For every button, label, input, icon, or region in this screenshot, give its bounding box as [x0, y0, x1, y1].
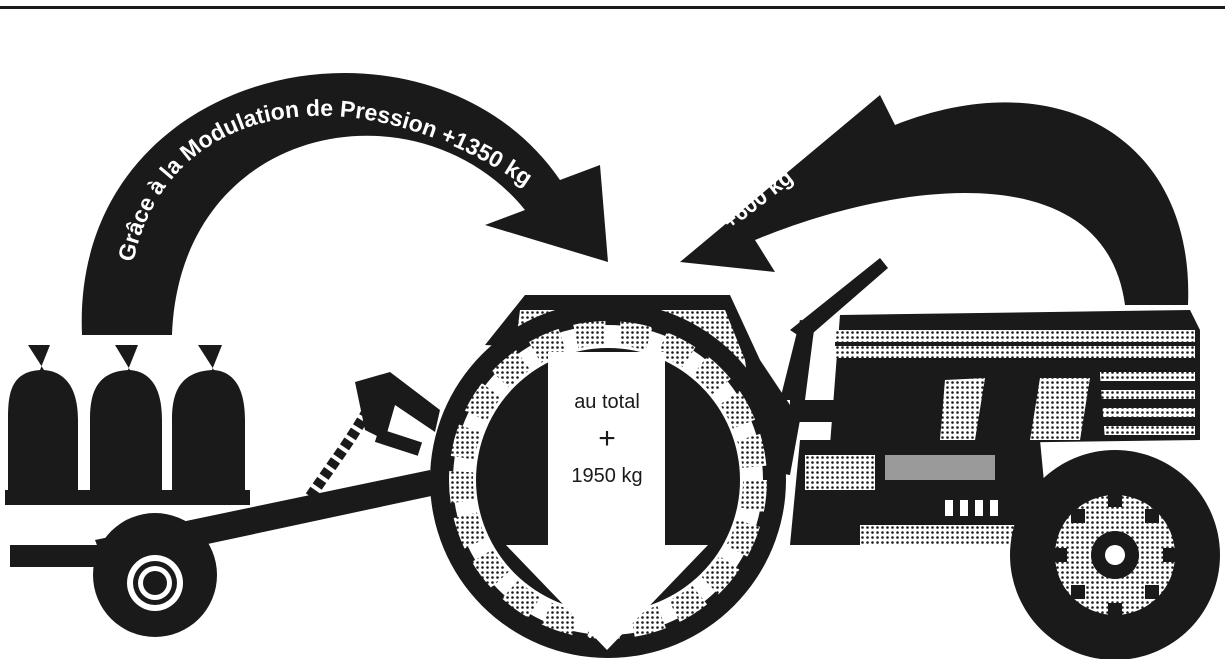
- total-line-1: au total: [574, 391, 640, 413]
- top-border-line: [0, 6, 1225, 9]
- front-wheel: [1010, 450, 1220, 659]
- sacks: [5, 345, 250, 505]
- total-line-2: +: [598, 422, 616, 455]
- total-line-3: 1950 kg: [571, 465, 642, 487]
